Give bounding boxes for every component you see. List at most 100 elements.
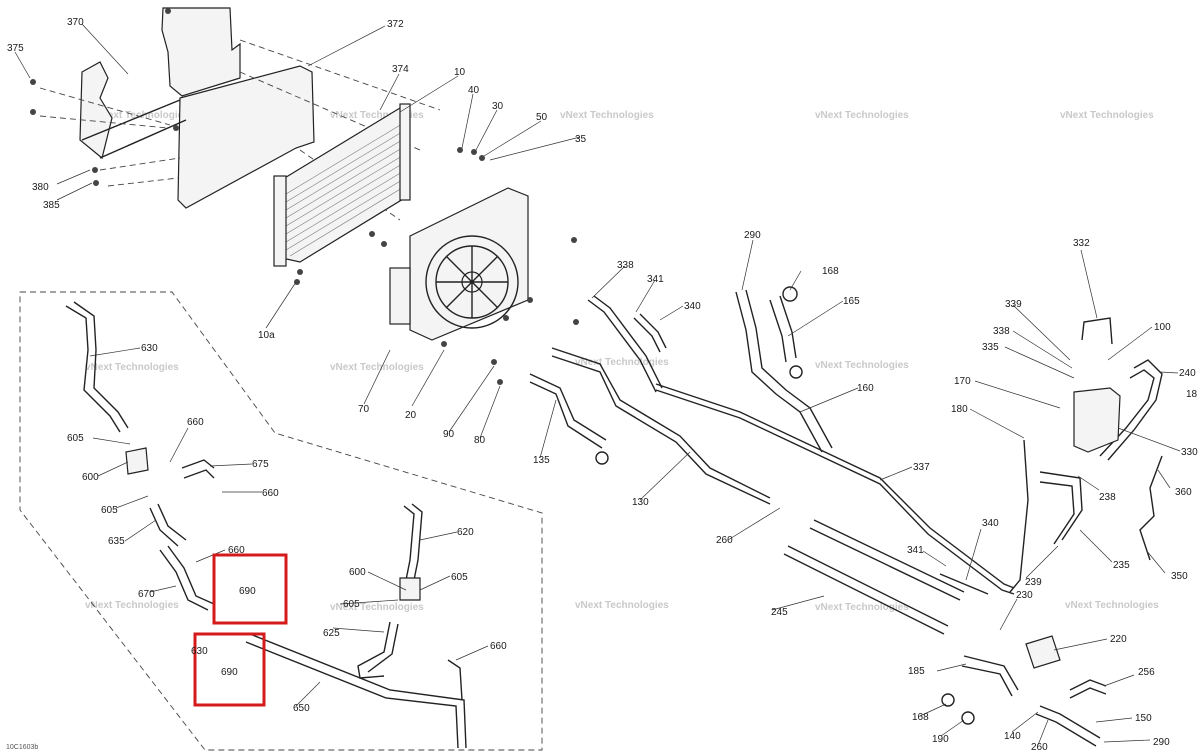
callout-label: 30 (492, 101, 504, 112)
callout-label: 135 (533, 455, 550, 466)
callout-label: 238 (1099, 492, 1116, 503)
callout-label: 70 (358, 404, 370, 415)
callout-label: 50 (536, 112, 548, 123)
watermark: vNext Technologies (560, 110, 654, 121)
callout-label: 341 (647, 274, 664, 285)
watermark: vNext Technologies (575, 357, 669, 368)
callout-label: 10a (258, 330, 275, 341)
callout-label: 372 (387, 19, 404, 30)
callout-label: 80 (474, 435, 486, 446)
callout-label: 630 (191, 646, 208, 657)
callout-label: 600 (82, 472, 99, 483)
callout-label: 100 (1154, 322, 1171, 333)
callout-label: 260 (716, 535, 733, 546)
callout-label: 370 (67, 17, 84, 28)
callout-label: 660 (490, 641, 507, 652)
watermark: vNext Technologies (330, 602, 424, 613)
callout-label: 185 (908, 666, 925, 677)
drawing-code: 10C1603b (6, 744, 38, 751)
callout-label: 40 (468, 85, 480, 96)
coolant-hoses (529, 286, 1163, 747)
callout-label: 605 (101, 505, 118, 516)
watermark: vNext Technologies (815, 110, 909, 121)
callout-label: 90 (443, 429, 455, 440)
callout-label: 230 (1016, 590, 1033, 601)
callout-label: 374 (392, 64, 409, 75)
callout-label: 140 (1004, 731, 1021, 742)
callout-label: 660 (228, 545, 245, 556)
callout-label: 600 (349, 567, 366, 578)
callout-labels: 370 372 375 374 10 40 30 50 35 380 385 1… (7, 17, 1198, 753)
callout-label: 290 (744, 230, 761, 241)
callout-label: 375 (7, 43, 24, 54)
subassembly-hoses (65, 301, 467, 749)
callout-label: 335 (982, 342, 999, 353)
callout-label: 160 (857, 383, 874, 394)
watermark: vNext Technologies (85, 600, 179, 611)
callout-label: 385 (43, 200, 60, 211)
callout-label: 235 (1113, 560, 1130, 571)
callout-label: 605 (451, 572, 468, 583)
callout-label: 18 (1186, 389, 1198, 400)
callout-label: 10 (454, 67, 466, 78)
callout-label: 180 (951, 404, 968, 415)
callout-label: 605 (343, 599, 360, 610)
callout-label: 340 (684, 301, 701, 312)
callout-label: 239 (1025, 577, 1042, 588)
callout-label: 35 (575, 134, 587, 145)
callout-label: 690 (221, 667, 238, 678)
watermark-group: vNext Technologies vNext Technologies vN… (85, 110, 1159, 613)
callout-label: 380 (32, 182, 49, 193)
callout-label: 675 (252, 459, 269, 470)
callout-label: 670 (138, 589, 155, 600)
callout-label: 168 (912, 712, 929, 723)
watermark: vNext Technologies (1060, 110, 1154, 121)
watermark: vNext Technologies (815, 360, 909, 371)
callout-label: 256 (1138, 667, 1155, 678)
callout-label: 260 (1031, 742, 1048, 753)
callout-label: 350 (1171, 571, 1188, 582)
watermark: vNext Technologies (815, 602, 909, 613)
callout-label: 150 (1135, 713, 1152, 724)
callout-label: 168 (822, 266, 839, 277)
callout-label: 245 (771, 607, 788, 618)
callout-label: 338 (993, 326, 1010, 337)
callout-label: 620 (457, 527, 474, 538)
callout-label: 337 (913, 462, 930, 473)
callout-label: 650 (293, 703, 310, 714)
callout-label: 340 (982, 518, 999, 529)
callout-label: 360 (1175, 487, 1192, 498)
callout-label: 625 (323, 628, 340, 639)
callout-label: 635 (108, 536, 125, 547)
callout-label: 190 (932, 734, 949, 745)
highlight-box-690-lower (193, 632, 266, 707)
callout-label: 165 (843, 296, 860, 307)
callout-label: 630 (141, 343, 158, 354)
subassembly-boundary (19, 291, 543, 751)
callout-label: 20 (405, 410, 417, 421)
fasteners (30, 8, 579, 385)
callout-label: 240 (1179, 368, 1196, 379)
watermark: vNext Technologies (330, 110, 424, 121)
callout-label: 332 (1073, 238, 1090, 249)
callout-label: 660 (262, 488, 279, 499)
callout-label: 605 (67, 433, 84, 444)
radiator (273, 103, 411, 267)
watermark: vNext Technologies (330, 362, 424, 373)
callout-label: 290 (1153, 737, 1170, 748)
callout-leaders (14, 23, 1181, 746)
watermark: vNext Technologies (1065, 600, 1159, 611)
highlight-box-690-upper (212, 553, 288, 625)
callout-label: 339 (1005, 299, 1022, 310)
watermark: vNext Technologies (575, 600, 669, 611)
callout-label: 220 (1110, 634, 1127, 645)
callout-label: 330 (1181, 447, 1198, 458)
callout-label: 338 (617, 260, 634, 271)
cooling-fan (389, 187, 529, 341)
callout-label: 170 (954, 376, 971, 387)
watermark: vNext Technologies (85, 362, 179, 373)
callout-label: 660 (187, 417, 204, 428)
callout-label: 690 (239, 586, 256, 597)
